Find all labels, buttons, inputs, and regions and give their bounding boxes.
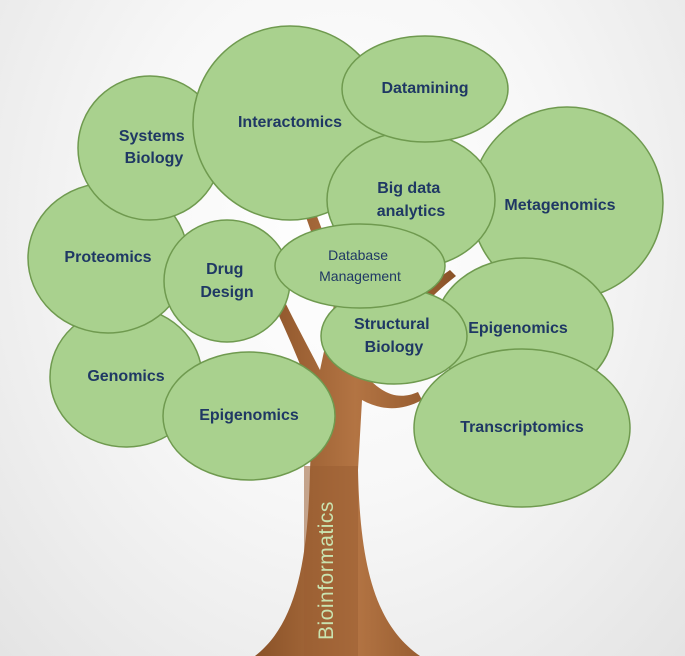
leaf-drug-design: Drug Design xyxy=(163,219,291,343)
leaf-structural-biology: Structural Biology xyxy=(320,287,468,385)
trunk-label: Bioinformatics xyxy=(315,501,338,640)
leaf-systems-biology: Systems Biology xyxy=(77,75,223,221)
leaf-systems-biology-label: Systems Biology xyxy=(119,128,189,167)
leaf-metagenomics-label: Metagenomics xyxy=(504,197,615,214)
leaf-genomics-label: Genomics xyxy=(87,368,164,385)
leaf-transcriptomics: Transcriptomics xyxy=(413,348,631,508)
leaf-epigenomics-bottom-shape xyxy=(162,351,336,481)
leaf-epigenomics-bottom: Epigenomics xyxy=(162,351,336,481)
leaf-interactomics-label: Interactomics xyxy=(238,114,342,131)
leaf-transcriptomics-shape xyxy=(413,348,631,508)
leaf-database-management-shape xyxy=(274,223,446,309)
leaf-drug-design-shape xyxy=(163,219,291,343)
leaf-metagenomics: Metagenomics xyxy=(470,106,664,300)
leaf-datamining: Datamining xyxy=(341,35,509,143)
leaf-datamining-shape xyxy=(341,35,509,143)
leaf-proteomics-label: Proteomics xyxy=(64,249,151,266)
leaf-epigenomics-right-label: Epigenomics xyxy=(468,320,568,337)
leaf-datamining-label: Datamining xyxy=(381,80,468,97)
trunk-label-band xyxy=(304,466,358,656)
leaf-transcriptomics-label: Transcriptomics xyxy=(460,419,584,436)
leaf-epigenomics-bottom-label: Epigenomics xyxy=(199,407,299,424)
leaf-big-data-analytics-label: Big data analytics xyxy=(377,180,446,220)
leaf-database-management-label: Database Management xyxy=(319,247,401,284)
leaf-database-management: Database Management xyxy=(274,223,446,309)
leaf-structural-biology-label: Structural Biology xyxy=(354,316,434,356)
leaf-drug-design-label: Drug Design xyxy=(200,261,253,301)
